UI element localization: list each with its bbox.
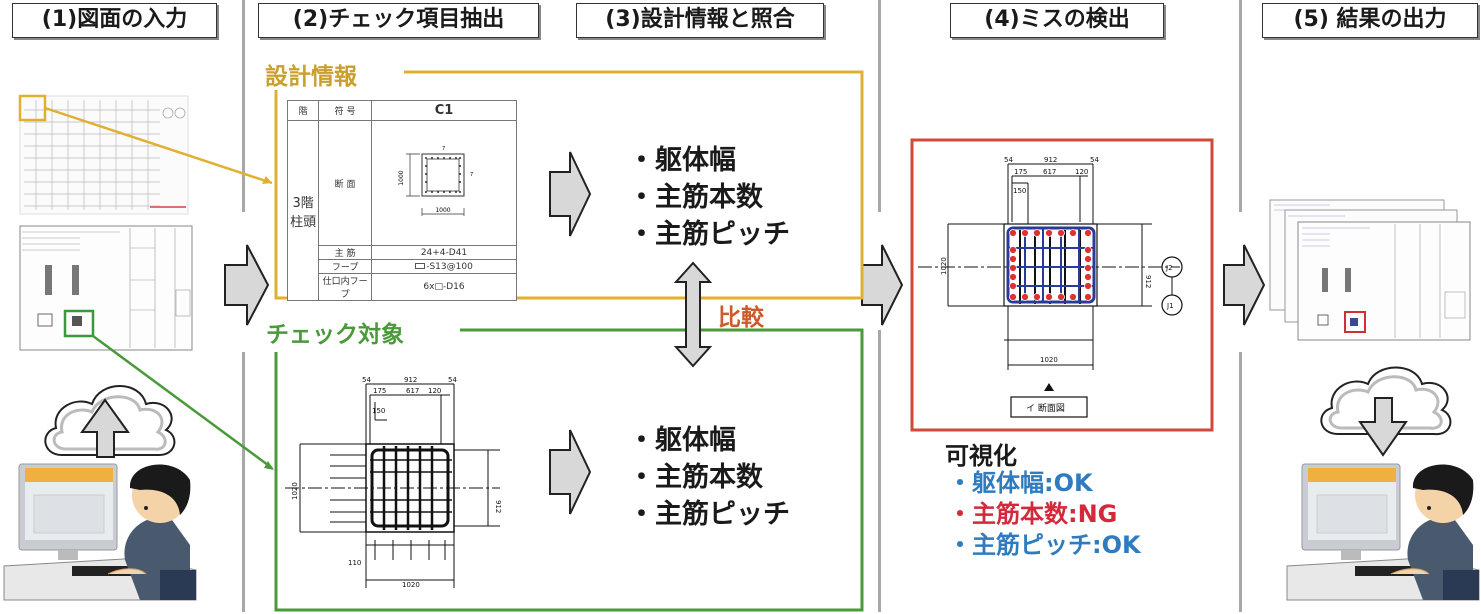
- flow-arrow-icon: [224, 244, 270, 326]
- svg-text:J1: J1: [1166, 302, 1174, 310]
- svg-text:617: 617: [406, 387, 419, 395]
- flow-arrow-icon: [549, 151, 592, 237]
- check-target-items: 躯体幅 主筋本数 主筋ピッチ: [628, 422, 790, 533]
- design-info-pointer-line: [44, 106, 273, 185]
- design-info-items: 躯体幅 主筋本数 主筋ピッチ: [628, 142, 790, 253]
- svg-text:1020: 1020: [402, 581, 420, 589]
- table-section-drawing: 1000 1000 7 7: [371, 120, 517, 246]
- compare-double-arrow-icon: [673, 261, 713, 368]
- flow-arrow-icon: [861, 244, 904, 326]
- flow-arrow-icon: [1223, 244, 1266, 326]
- visualization-title: 可視化: [945, 442, 1017, 470]
- svg-text:150: 150: [372, 407, 385, 415]
- table-header-symbol: 符 号: [318, 100, 372, 121]
- svg-text:912: 912: [494, 500, 502, 513]
- svg-text:7: 7: [470, 172, 473, 178]
- check-target-source-highlight: [63, 309, 95, 338]
- floor-plan-thumbnail: [19, 95, 189, 215]
- cloud-upload-icon: [44, 385, 176, 458]
- check-target-pointer-line: [92, 334, 273, 470]
- table-row-label: 仕口内フープ: [318, 273, 372, 301]
- design-info-label: 設計情報: [265, 64, 357, 90]
- svg-text:1000: 1000: [398, 170, 405, 185]
- svg-text:1020: 1020: [291, 482, 299, 500]
- flow-arrow-icon: [549, 429, 592, 515]
- result-item-ok: 躯体幅:OK: [948, 468, 1141, 499]
- rebar-markers: [1009, 229, 1092, 301]
- svg-text:54: 54: [448, 376, 457, 384]
- check-target-dimension-labels: 54 912 54 175 617 120 150 1020 110 1020 …: [291, 376, 502, 589]
- svg-text:175: 175: [1014, 168, 1027, 176]
- table-row-value: 6x□-D16: [371, 273, 517, 301]
- result-item-ok: 主筋ピッチ:OK: [948, 530, 1141, 561]
- list-item: 主筋ピッチ: [628, 216, 790, 253]
- table-header-floor: 階: [286, 100, 320, 121]
- result-drawing-stack: [1269, 199, 1471, 341]
- svg-text:1020: 1020: [1040, 356, 1058, 364]
- svg-text:54: 54: [362, 376, 371, 384]
- table-row-value: 24+4-D41: [371, 245, 517, 260]
- cloud-download-icon: [1320, 366, 1452, 457]
- svg-text:54: 54: [1004, 156, 1013, 164]
- svg-text:912: 912: [1144, 275, 1152, 288]
- svg-text:J2: J2: [1165, 264, 1173, 272]
- check-target-label: チェック対象: [266, 322, 404, 348]
- svg-text:54: 54: [1090, 156, 1099, 164]
- design-spec-table: 階 符 号 C1 3階 柱頭 断 面 1000 1000 7 7: [286, 100, 517, 301]
- design-info-frame: [274, 70, 864, 300]
- svg-text:7: 7: [442, 146, 445, 152]
- check-target-section-drawing: [285, 383, 500, 588]
- list-item: 主筋本数: [628, 179, 790, 216]
- svg-text:912: 912: [1044, 156, 1057, 164]
- step-header-output: (5) 結果の出力: [1262, 3, 1478, 38]
- table-floor-cell: 3階 柱頭: [286, 120, 320, 301]
- svg-text:イ 断面図: イ 断面図: [1026, 402, 1065, 414]
- user-at-computer-illustration: [1286, 463, 1480, 601]
- column-divider: [1239, 0, 1242, 212]
- detection-section-drawing: [918, 163, 1183, 418]
- column-section-icon: 1000 1000 7 7: [398, 146, 473, 216]
- column-divider: [878, 330, 881, 612]
- table-section-label: 断 面: [318, 120, 372, 246]
- detection-dimension-labels: 54 912 54 175 617 120 150 1020 1020 912 …: [940, 156, 1174, 414]
- result-item-ng: 主筋本数:NG: [948, 499, 1141, 530]
- column-divider: [242, 0, 245, 212]
- section-drawing-thumbnail: [19, 225, 193, 351]
- list-item: 躯体幅: [628, 422, 790, 459]
- check-target-frame: [274, 328, 864, 612]
- svg-text:617: 617: [1043, 168, 1056, 176]
- table-row-value: -S13@100: [371, 259, 517, 274]
- column-divider: [1239, 352, 1242, 612]
- svg-text:120: 120: [1075, 168, 1088, 176]
- table-row-label: フープ: [318, 259, 372, 274]
- list-item: 躯体幅: [628, 142, 790, 179]
- svg-text:1020: 1020: [940, 257, 948, 275]
- svg-text:150: 150: [1013, 187, 1026, 195]
- visualization-results: 躯体幅:OK 主筋本数:NG 主筋ピッチ:OK: [948, 468, 1141, 561]
- step-header-input: (1)図面の入力: [12, 3, 217, 38]
- table-row-label: 主 筋: [318, 245, 372, 260]
- hoop-grid-icon: [415, 262, 426, 269]
- svg-text:110: 110: [348, 559, 361, 567]
- svg-text:912: 912: [404, 376, 417, 384]
- list-item: 主筋ピッチ: [628, 496, 790, 533]
- table-header-column-id: C1: [371, 100, 517, 121]
- svg-text:1000: 1000: [435, 207, 450, 214]
- svg-text:175: 175: [373, 387, 386, 395]
- column-divider: [242, 352, 245, 612]
- list-item: 主筋本数: [628, 459, 790, 496]
- user-at-computer-illustration: [3, 463, 197, 601]
- svg-text:120: 120: [428, 387, 441, 395]
- step-header-compare: (3)設計情報と照合: [576, 3, 824, 38]
- compare-label: 比較: [718, 305, 764, 331]
- column-divider: [878, 0, 881, 212]
- step-header-detect: (4)ミスの検出: [950, 3, 1164, 38]
- step-header-extract: (2)チェック項目抽出: [258, 3, 539, 38]
